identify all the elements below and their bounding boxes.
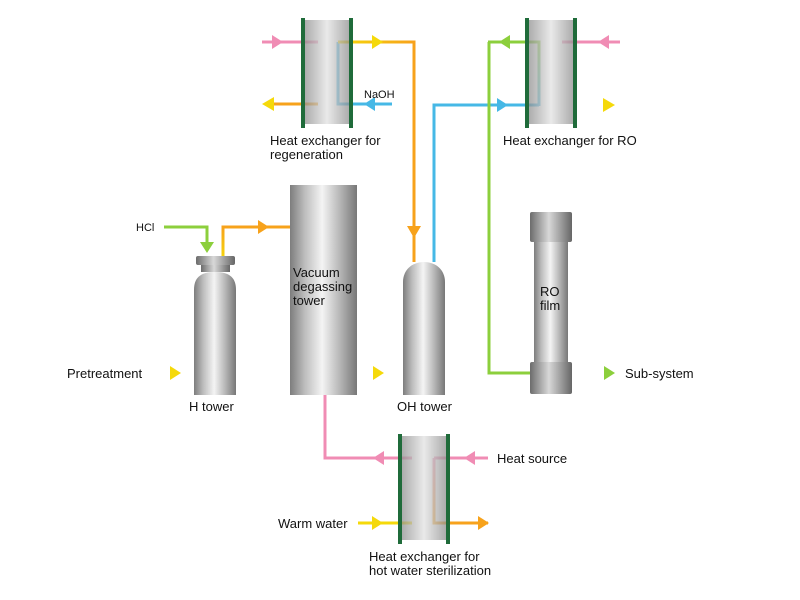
hcl-pipe bbox=[164, 225, 214, 253]
heat-source-label: Heat source bbox=[497, 451, 567, 466]
h-tower bbox=[194, 256, 236, 395]
oh-tower bbox=[403, 262, 445, 395]
vacuum-tower-label-3: tower bbox=[293, 293, 325, 308]
sub-system-label: Sub-system bbox=[625, 366, 694, 381]
h-to-vacuum-pipe bbox=[221, 220, 290, 260]
oh-to-ro-hx-pipe bbox=[432, 35, 541, 375]
hcl-label: HCl bbox=[136, 222, 154, 234]
hx-ro bbox=[525, 18, 577, 128]
vacuum-tower-label-2: degassing bbox=[293, 279, 352, 294]
hx-regeneration-label-1: Heat exchanger for bbox=[270, 133, 381, 148]
naoh-label: NaOH bbox=[364, 89, 395, 101]
oh-tower-label: OH tower bbox=[397, 399, 453, 414]
hx-sterilization-label-1: Heat exchanger for bbox=[369, 549, 480, 564]
ro-film bbox=[530, 212, 572, 394]
hx-regeneration-label-2: regeneration bbox=[270, 147, 343, 162]
ro-film-label-2: film bbox=[540, 298, 560, 313]
hx-regeneration bbox=[301, 18, 353, 128]
pretreatment-label: Pretreatment bbox=[67, 366, 143, 381]
hx-sterilization bbox=[398, 434, 450, 544]
warm-water-label: Warm water bbox=[278, 516, 348, 531]
hx-ro-label: Heat exchanger for RO bbox=[503, 133, 637, 148]
ro-to-subsystem-pipe bbox=[572, 366, 617, 380]
pretreatment-pipe bbox=[150, 366, 193, 380]
hx-sterilization-label-2: hot water sterilization bbox=[369, 563, 491, 578]
h-tower-label: H tower bbox=[189, 399, 234, 414]
vacuum-tower-label-1: Vacuum bbox=[293, 265, 340, 280]
vacuum-to-sterilization-pipe bbox=[323, 394, 412, 465]
vacuum-degassing-tower bbox=[290, 185, 357, 395]
vacuum-to-oh-pipe bbox=[356, 366, 404, 380]
ro-film-label-1: RO bbox=[540, 284, 560, 299]
